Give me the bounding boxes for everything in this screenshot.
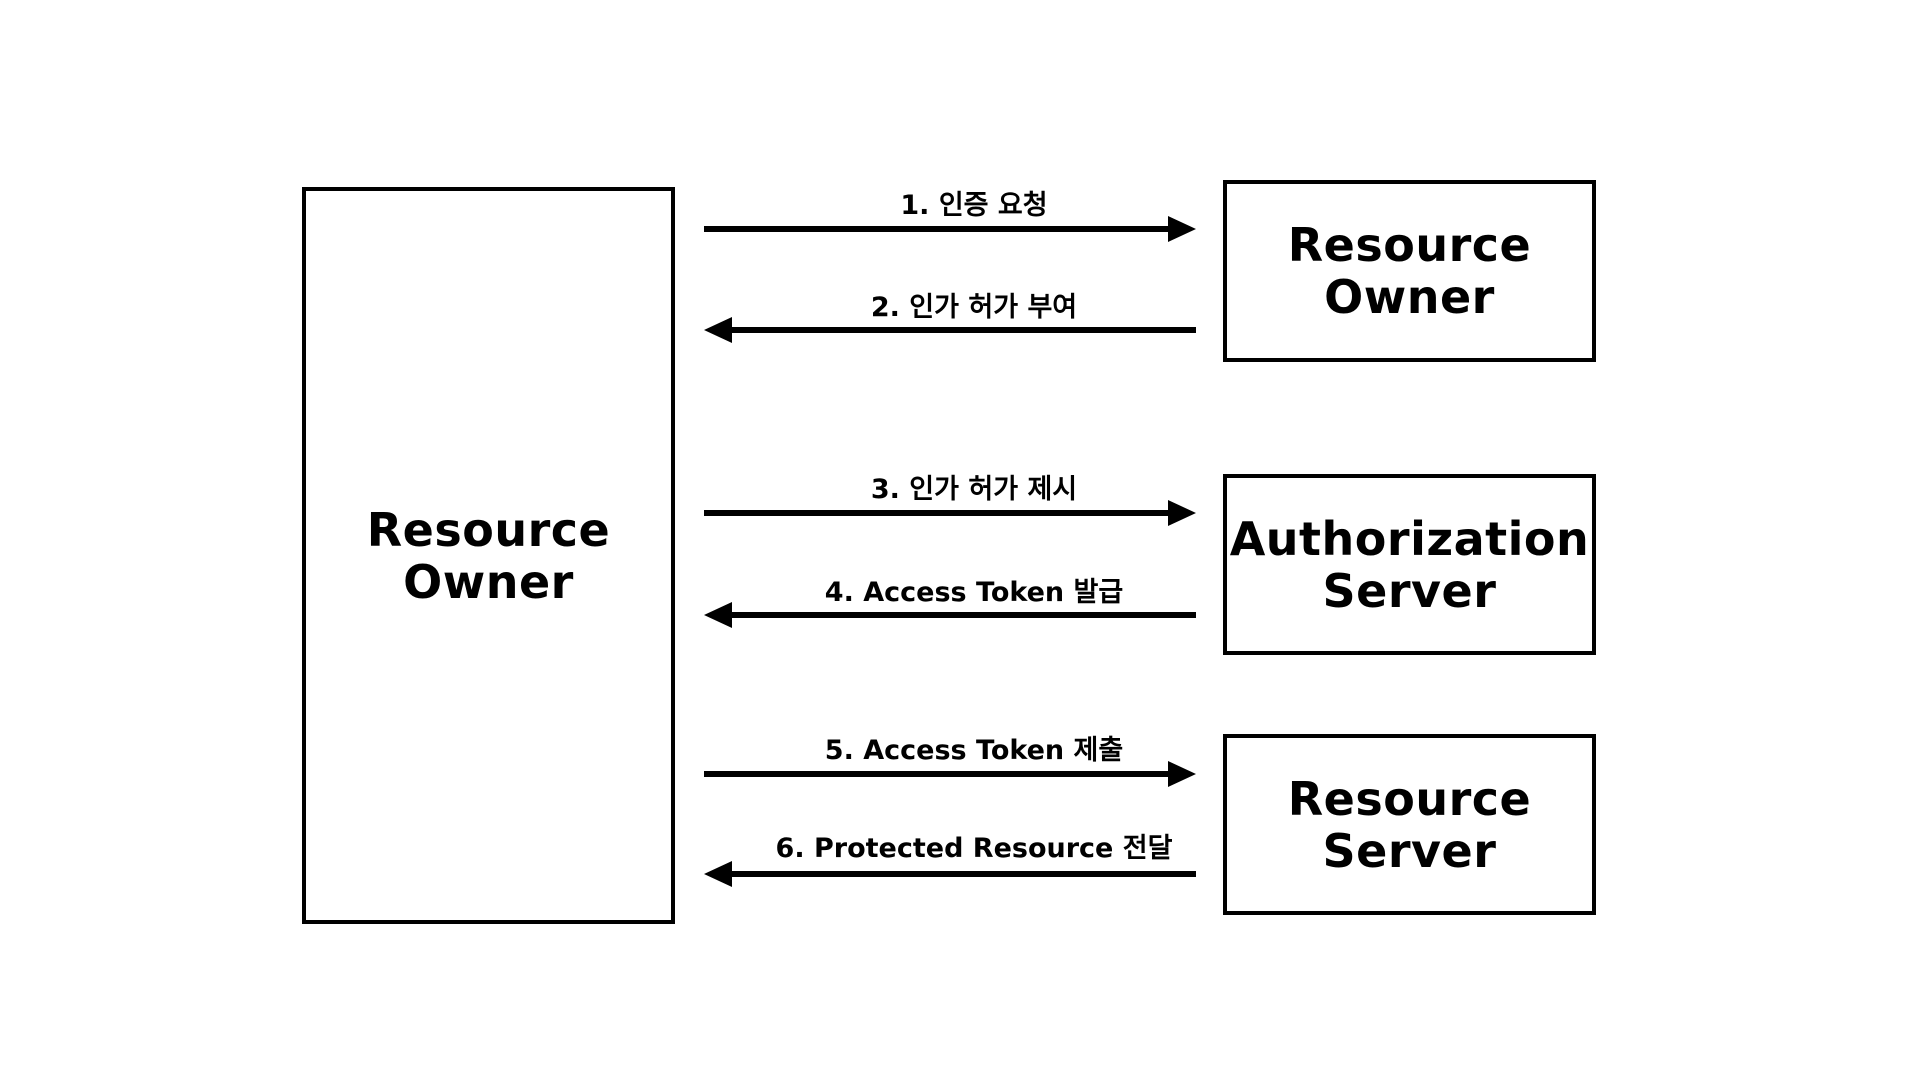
arrow-1-label: 1. 인증 요청 — [900, 190, 1048, 221]
authorization-server-box-line2: Server — [1322, 563, 1497, 618]
resource-owner-box: Resource Owner — [1223, 180, 1596, 362]
arrow-2-label: 2. 인가 허가 부여 — [870, 292, 1078, 323]
arrow-3-present-grant — [704, 500, 1196, 526]
resource-server-box-line2: Server — [1322, 823, 1497, 878]
client-box-line2: Owner — [403, 554, 574, 609]
resource-server-box: Resource Server — [1223, 734, 1596, 915]
arrow-5-submit-access-token — [704, 761, 1196, 787]
arrow-6-deliver-protected-resource — [704, 861, 1196, 887]
arrow-4-issue-access-token — [704, 602, 1196, 628]
client-box: Resource Owner — [302, 187, 675, 924]
arrow-2-authorization-grant — [704, 317, 1196, 343]
authorization-server-box: Authorization Server — [1223, 474, 1596, 655]
arrow-1-authorization-request — [704, 216, 1196, 242]
resource-owner-box-line2: Owner — [1324, 270, 1495, 324]
arrow-3-label: 3. 인가 허가 제시 — [870, 474, 1078, 505]
client-box-line1: Resource — [366, 502, 611, 557]
authorization-server-box-line1: Authorization — [1229, 511, 1590, 566]
arrow-6-label: 6. Protected Resource 전달 — [775, 833, 1173, 864]
resource-owner-box-line1: Resource — [1287, 218, 1532, 272]
resource-server-box-line1: Resource — [1287, 771, 1532, 826]
arrow-4-label: 4. Access Token 발급 — [824, 577, 1124, 608]
arrow-5-label: 5. Access Token 제출 — [824, 735, 1124, 766]
